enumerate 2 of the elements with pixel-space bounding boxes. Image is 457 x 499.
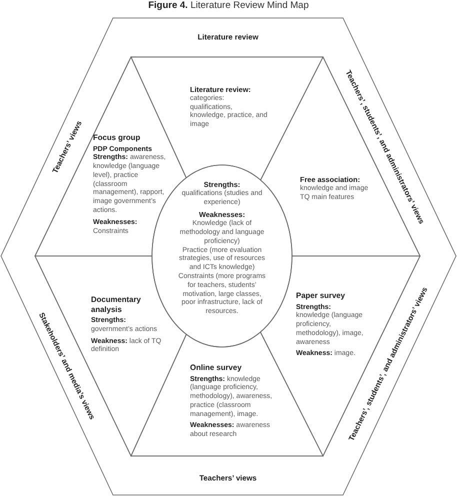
hexagon-band	[0, 17, 457, 496]
figure-title: Figure 4. Literature Review Mind Map	[147, 0, 310, 12]
